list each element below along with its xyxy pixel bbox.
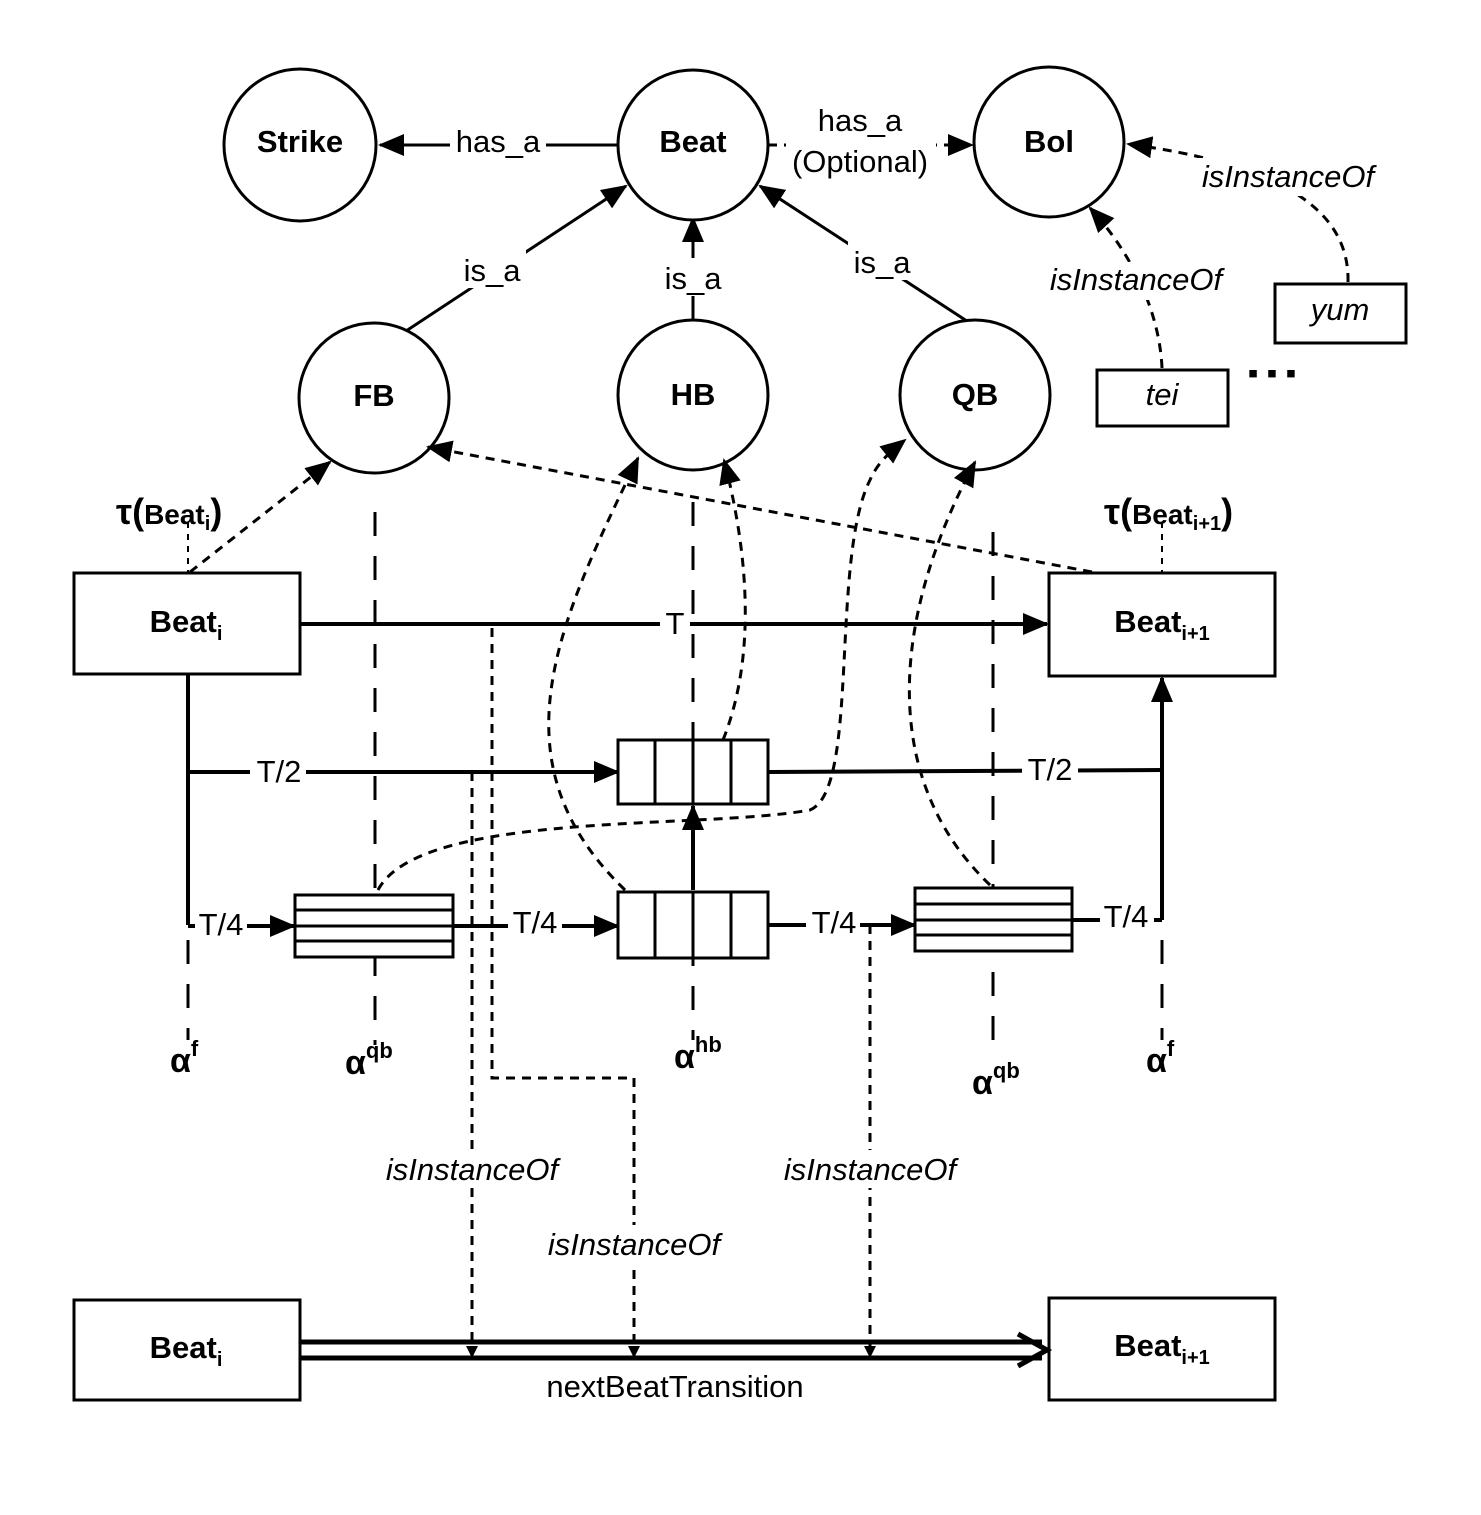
hb-node	[616, 318, 770, 472]
tau-left-label: τ(Beati)	[116, 491, 222, 535]
hb-box2-hb-edge	[547, 456, 640, 892]
yum-box	[1273, 282, 1408, 345]
beat-i-label: Beati	[150, 604, 223, 645]
beat-node	[616, 68, 770, 222]
qb-box-2	[913, 886, 1074, 953]
has-a-label: has_a	[456, 124, 541, 159]
quarter-label-2: T/4	[513, 905, 558, 940]
bottom-beat-i-label: Beati	[150, 1330, 223, 1371]
is-a-hb-label: is_a	[665, 261, 723, 296]
tau-right-label: τ(Beati+1)	[1104, 491, 1233, 535]
alpha-f-right-label: αf	[1146, 1036, 1175, 1080]
bol-label: Bol	[1024, 124, 1074, 159]
beat-i1-box	[1047, 571, 1277, 678]
strike-label: Strike	[257, 124, 343, 159]
alpha-hb-label: αhb	[674, 1032, 722, 1076]
tei-instance-label: isInstanceOf	[1050, 262, 1226, 297]
next-beat-transition-label: nextBeatTransition	[546, 1369, 803, 1404]
beat-i1-fb-edge	[426, 440, 1093, 574]
is-a-qb-label: is_a	[854, 245, 912, 280]
hb-label: HB	[671, 377, 716, 412]
optional-label: (Optional)	[792, 144, 928, 179]
beat-label: Beat	[659, 124, 726, 159]
yum-instance-label: isInstanceOf	[1202, 159, 1378, 194]
half-beat-edge-right	[767, 768, 1163, 774]
quarter-label-1: T/4	[199, 907, 244, 942]
alpha-qb-left-label: αqb	[345, 1038, 393, 1082]
is-a-fb-label: is_a	[464, 253, 522, 288]
hb-box-2	[616, 890, 770, 960]
qb-box1-qb-edge	[376, 438, 907, 891]
hb-box1-hb-edge	[719, 458, 747, 741]
beat-i-fb-edge	[189, 460, 332, 574]
instance-label-middle: isInstanceOf	[548, 1227, 724, 1262]
bottom-beat-i1-box	[1047, 1296, 1277, 1402]
instance-label-right: isInstanceOf	[784, 1152, 960, 1187]
qb-box-1	[293, 893, 455, 959]
tei-box	[1095, 368, 1230, 428]
qb-box2-qb-edge	[907, 460, 992, 887]
period-T-label: T	[666, 606, 685, 641]
T-instance-edge	[490, 628, 640, 1358]
alpha-f-left-label: αf	[170, 1036, 199, 1080]
hb-box-1	[616, 738, 770, 806]
beat-i1-label: Beati+1	[1114, 604, 1210, 645]
next-beat-transition-edge	[300, 1331, 1053, 1369]
quarter-label-3: T/4	[812, 905, 857, 940]
bottom-beat-i1-label: Beati+1	[1114, 1328, 1210, 1369]
bottom-beat-i-box	[72, 1298, 302, 1402]
half-beat-left-label: T/2	[257, 754, 302, 789]
bol-node	[972, 65, 1126, 219]
fb-node	[297, 321, 451, 475]
tei-label: tei	[1146, 377, 1180, 412]
instance-label-left: isInstanceOf	[386, 1152, 562, 1187]
alpha-qb-right-label: αqb	[972, 1058, 1020, 1102]
qb-label: QB	[952, 377, 999, 412]
half-beat-right-label: T/2	[1028, 752, 1073, 787]
fb-label: FB	[353, 378, 394, 413]
beat-i-box	[72, 571, 302, 676]
has-a-optional-label: has_a	[818, 103, 903, 138]
strike-node	[222, 67, 378, 223]
ellipsis: ▪ ▪ ▪	[1248, 357, 1297, 390]
quarter-label-4: T/4	[1104, 899, 1149, 934]
yum-label: yum	[1309, 292, 1370, 327]
